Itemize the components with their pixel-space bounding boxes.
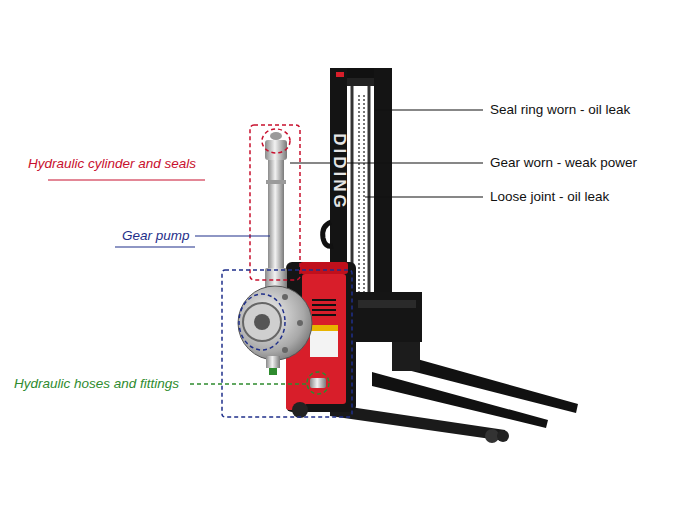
- stacker-mast-part: [358, 95, 360, 300]
- stacker-body-part: [312, 304, 336, 306]
- stacker-mast-part: [347, 78, 374, 86]
- leader-lines-part: [365, 196, 483, 197]
- hose-fitting-part: [310, 378, 326, 388]
- gear-pump-part: [297, 320, 303, 326]
- part-label: Hydraulic cylinder and seals: [28, 156, 196, 172]
- hydraulic-cylinder-part: [270, 132, 282, 140]
- highlight-outlines-part: [222, 270, 352, 417]
- stacker-body-part: [312, 309, 336, 311]
- gear-pump-part: [254, 314, 270, 330]
- stacker-body-part: [312, 314, 336, 316]
- highlight-outlines-part: [250, 125, 300, 280]
- stacker-body-part: [300, 262, 348, 274]
- gear-pump-part: [269, 368, 277, 375]
- stacker-body-part: [312, 299, 336, 301]
- brand-text: DIDING: [331, 133, 347, 211]
- stacker-mast-part: [358, 300, 416, 308]
- highlight-outlines: [190, 125, 352, 417]
- hose-fitting: [310, 378, 326, 388]
- gear-pump-part: [266, 356, 280, 368]
- stacker-body-part: [310, 325, 338, 331]
- hydraulic-cylinder-part: [266, 180, 286, 184]
- highlight-outlines-part: [239, 294, 285, 350]
- stacker-mast-part: [352, 292, 422, 342]
- stacker-legs-part: [497, 430, 509, 442]
- leader-lines-part: [290, 162, 483, 163]
- highlight-outlines-part: [190, 383, 306, 385]
- fault-label: Loose joint - oil leak: [490, 189, 609, 205]
- leader-lines-part: [195, 235, 270, 236]
- stacker-body-part: [310, 325, 338, 357]
- leader-lines-part: [375, 109, 483, 110]
- gear-pump-part: [243, 303, 281, 341]
- part-label: Hydraulic hoses and fittings: [14, 376, 179, 392]
- gear-pump-part: [238, 286, 312, 360]
- stacker-mast-part: [336, 72, 344, 77]
- stacker-mast-part: [363, 95, 365, 300]
- gear-pump: [238, 286, 312, 375]
- leader-lines-part: [115, 246, 195, 247]
- hydraulic-cylinder-part: [265, 140, 287, 160]
- stacker-mast-part: [323, 222, 333, 246]
- fault-label: Seal ring worn - oil leak: [490, 102, 630, 118]
- leader-lines-part: [48, 179, 205, 180]
- leader-lines: [48, 110, 483, 247]
- part-label: Gear pump: [122, 228, 190, 244]
- stacker-legs-part: [485, 429, 499, 443]
- gear-pump-part: [282, 347, 288, 353]
- stacker-forks-part: [372, 372, 548, 428]
- stacker-body-part: [292, 402, 308, 418]
- highlight-outlines-part: [307, 372, 329, 394]
- highlight-outlines-part: [262, 129, 290, 153]
- hydraulic-cylinder-part: [268, 160, 284, 272]
- gear-pump-part: [282, 294, 288, 300]
- fault-label: Gear worn - weak power: [490, 155, 637, 171]
